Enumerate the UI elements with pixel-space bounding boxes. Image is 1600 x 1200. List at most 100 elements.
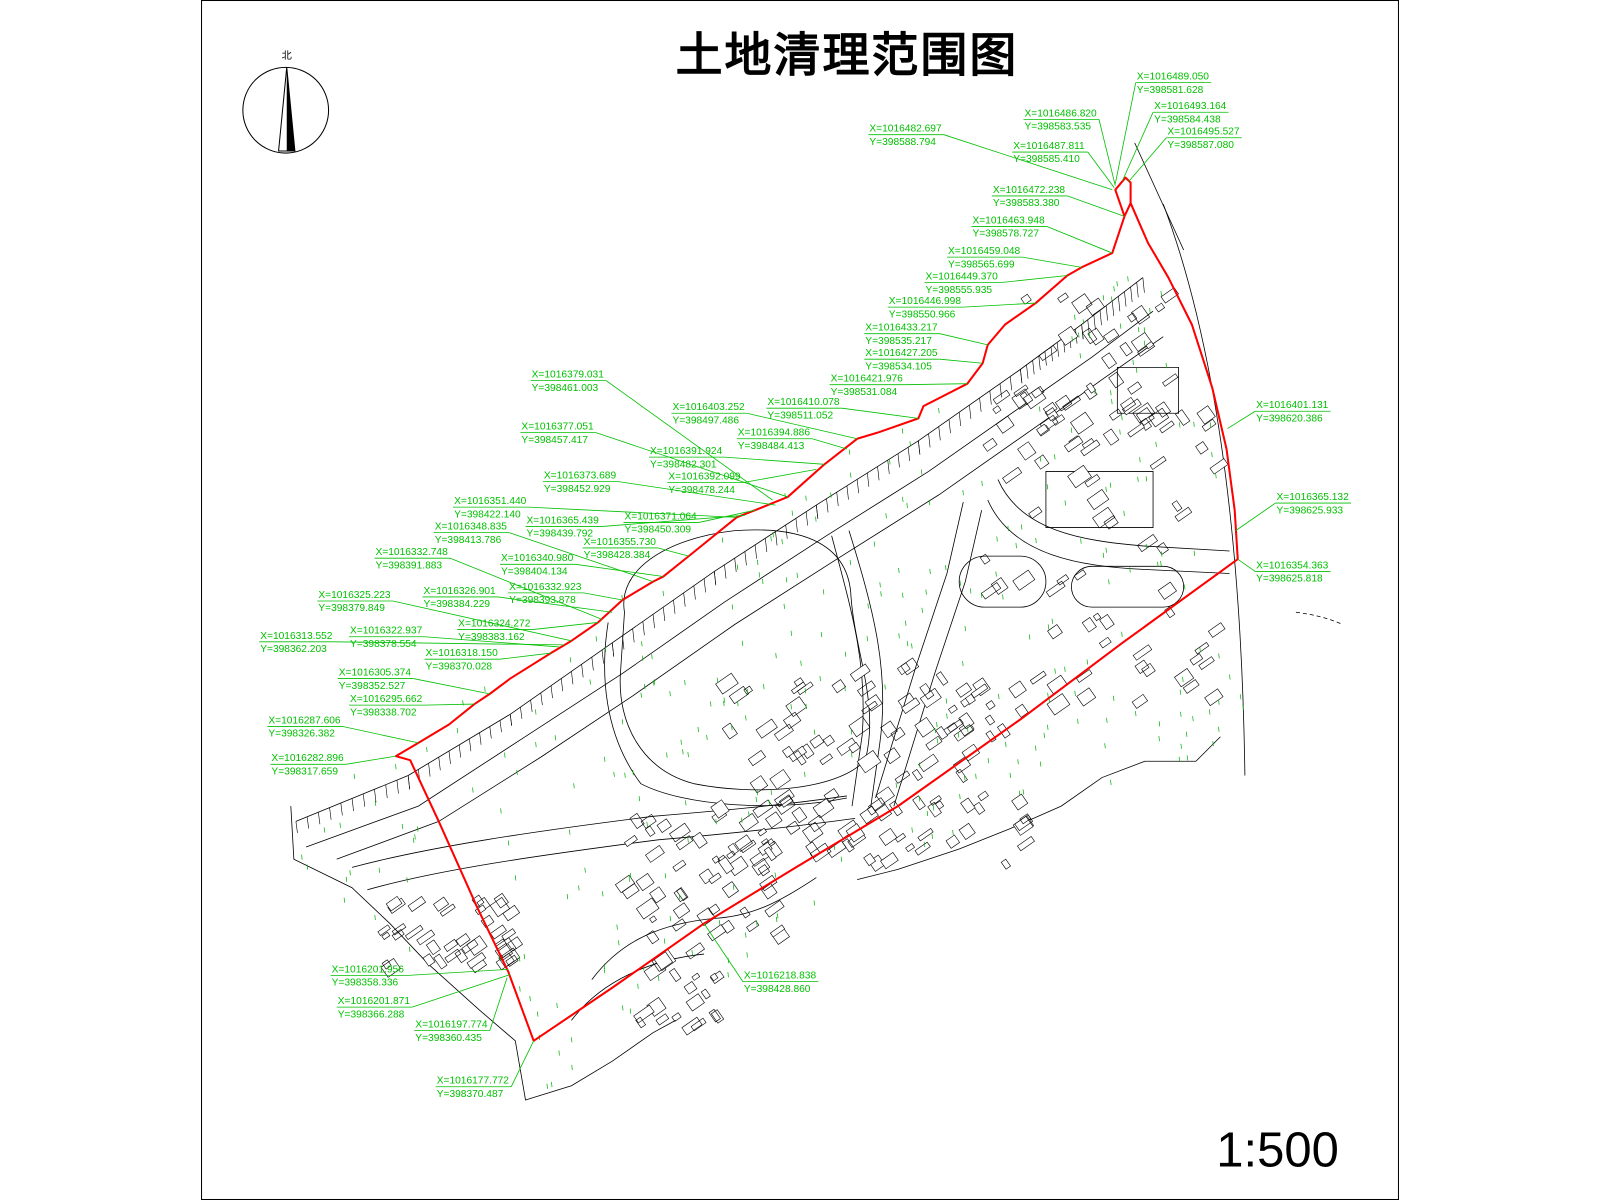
coordinate-x-text: X=1016371.064 [624,511,697,522]
coordinate-x-text: X=1016313.552 [260,631,333,642]
building [859,805,879,825]
coordinate-leader-line [1227,410,1256,429]
building [1036,423,1049,436]
coordinate-y-text: Y=398584.438 [1154,114,1221,125]
coordinate-leader-line [345,755,396,765]
vegetation-symbol [1155,441,1157,447]
vegetation-symbol [1116,281,1118,287]
building [880,720,898,739]
building [391,928,405,941]
vegetation-symbol [918,796,921,802]
vegetation-symbol [848,449,851,455]
building [894,832,907,843]
building [1028,506,1043,520]
building [836,737,858,756]
vegetation-symbol [934,727,936,734]
map-texture [301,276,1244,1089]
coordinate-x-text: X=1016489.050 [1137,72,1210,83]
vegetation-symbol [349,870,351,876]
building [1101,352,1117,370]
road-hatch-mark [480,733,482,745]
vegetation-symbol [732,884,735,890]
building [461,939,479,954]
building [953,724,974,742]
vegetation-symbol [519,986,521,992]
building [793,677,804,687]
vegetation-symbol [529,995,531,1002]
central-road-b [849,531,883,817]
coordinate-y-text: Y=398413.786 [435,535,502,546]
outer-arc [1163,204,1245,775]
vegetation-symbol [1015,543,1017,549]
building [1017,441,1037,461]
vegetation-symbol [867,603,869,609]
road-hatch-mark [307,817,309,829]
building [982,437,998,452]
road-hatching [296,278,1144,833]
road-hatch-mark [592,657,594,670]
building [1073,569,1087,581]
vegetation-symbol [959,794,961,800]
vegetation-symbol [756,920,758,926]
vegetation-symbol [959,580,961,586]
road-hatch-mark [352,798,354,811]
building [1014,703,1029,718]
building [685,942,705,960]
coordinate-x-text: X=1016325.223 [318,590,391,601]
vegetation-symbol [840,856,843,862]
vegetation-symbol [1104,743,1106,749]
coordinate-x-text: X=1016295.662 [350,694,423,705]
road-hatch-mark [318,812,320,824]
vegetation-symbol [1102,552,1105,558]
vegetation-symbol [969,588,972,594]
vegetation-symbol [830,492,832,498]
vegetation-symbol [996,536,998,542]
vegetation-symbol [895,782,897,788]
building [1092,612,1102,622]
coordinate-x-text: X=1016282.896 [271,753,344,764]
vegetation-symbol [1193,421,1195,427]
building [501,928,516,941]
building [1201,418,1217,432]
road-hatch-mark [551,686,553,698]
coordinate-y-text: Y=398450.309 [624,525,691,536]
coordinate-x-text: X=1016201.871 [338,996,411,1007]
diagonal-road-b [894,510,982,806]
vegetation-symbol [697,726,699,733]
coordinate-y-text: Y=398625.933 [1277,505,1344,516]
coordinate-x-text: X=1016218.838 [744,971,817,982]
coordinate-x-text: X=1016348.835 [435,522,508,533]
coordinate-x-text: X=1016332.923 [509,582,582,593]
vegetation-symbol [1047,692,1049,698]
building [1076,687,1097,707]
building [721,722,738,740]
vegetation-symbol [1074,314,1076,320]
building [985,700,996,711]
road-hatch-mark [1000,384,1002,398]
south-road-b [367,818,855,889]
coordinate-x-text: X=1016449.370 [926,272,999,283]
vegetation-symbol [902,592,904,598]
road-hatch-mark [694,586,696,600]
vegetation-symbol [932,805,935,811]
building [727,842,739,856]
vegetation-symbol [1035,537,1037,544]
building [1067,464,1092,489]
building [710,972,719,982]
building [863,852,877,867]
building [948,704,958,714]
building [765,811,783,829]
building [494,943,514,962]
clearing-boundary [394,202,1239,1042]
vegetation-symbol [1123,510,1125,516]
south-road-a [352,796,847,867]
vegetation-symbol [964,775,966,781]
coordinate-x-text: X=1016322.937 [350,626,423,637]
vegetation-symbol [401,823,404,830]
road-hatch-mark [867,473,869,487]
coordinate-y-text: Y=398585.410 [1013,154,1080,165]
building [1204,688,1224,707]
vegetation-symbol [1109,482,1112,488]
